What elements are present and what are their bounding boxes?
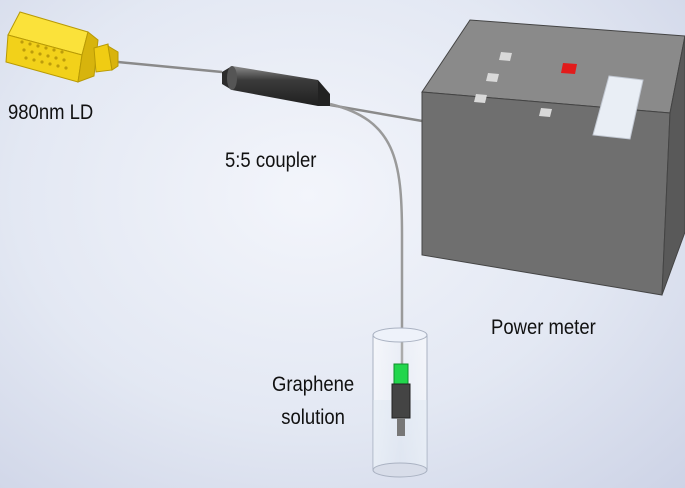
graphene-label-line2: solution: [281, 406, 345, 429]
power-meter-button: [486, 73, 499, 82]
sensor-probe: [391, 383, 411, 419]
laser-diode-label: 980nm LD: [8, 101, 94, 124]
power-meter-display: [592, 75, 644, 140]
power-meter-button: [474, 94, 487, 103]
laser-diode: [5, 11, 119, 83]
power-meter-button: [499, 52, 512, 61]
power-meter: [421, 19, 685, 296]
coupler-label: 5:5 coupler: [225, 149, 317, 172]
sensor-connector-green: [393, 363, 409, 385]
graphene-label-line1: Graphene: [272, 373, 355, 396]
fiber-ld-to-coupler: [117, 60, 223, 74]
power-meter-button: [539, 108, 552, 117]
coupler: [222, 66, 330, 106]
fiber-coupler-to-solution: [329, 102, 404, 365]
power-meter-label: Power meter: [491, 316, 596, 339]
graphene-solution-container: [372, 327, 428, 478]
power-meter-indicator-red: [561, 63, 577, 74]
graphene-solution-label: Graphene solution: [272, 368, 354, 434]
